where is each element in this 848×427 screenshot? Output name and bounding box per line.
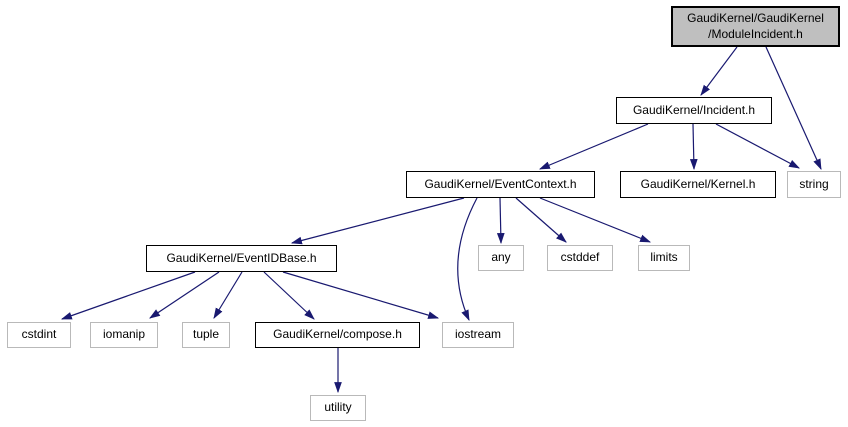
graph-node-cstdint: cstdint — [7, 322, 71, 348]
graph-node-module-incident: GaudiKernel/GaudiKernel /ModuleIncident.… — [671, 6, 840, 47]
graph-node-event-context[interactable]: GaudiKernel/EventContext.h — [406, 171, 595, 198]
edge-event-id-base-to-tuple — [213, 271, 243, 319]
graph-node-string: string — [787, 171, 841, 198]
graph-node-any: any — [478, 245, 524, 271]
graph-node-tuple: tuple — [182, 322, 230, 348]
graph-node-incident[interactable]: GaudiKernel/Incident.h — [616, 97, 772, 124]
graph-node-kernel[interactable]: GaudiKernel/Kernel.h — [620, 171, 776, 198]
graph-node-cstddef: cstddef — [547, 245, 613, 271]
edge-event-id-base-to-iomanip — [149, 271, 220, 319]
edge-event-context-to-iostream — [457, 197, 478, 322]
edge-event-context-to-limits — [539, 197, 652, 243]
edge-event-context-to-any — [496, 197, 505, 245]
graph-node-compose[interactable]: GaudiKernel/compose.h — [255, 322, 420, 348]
edge-event-context-to-event-id-base — [290, 197, 465, 245]
edge-event-id-base-to-compose — [263, 271, 315, 320]
graph-node-iomanip: iomanip — [90, 322, 158, 348]
graph-node-iostream: iostream — [442, 322, 514, 348]
graph-node-utility: utility — [310, 395, 366, 421]
edge-incident-to-string — [715, 123, 800, 169]
edge-module-incident-to-string — [765, 46, 822, 171]
edge-event-context-to-cstddef — [515, 197, 567, 243]
edge-incident-to-kernel — [689, 123, 698, 171]
edge-module-incident-to-incident — [700, 46, 738, 96]
graph-node-limits: limits — [638, 245, 690, 271]
edge-incident-to-event-context — [538, 123, 649, 170]
edge-event-id-base-to-iostream — [282, 271, 440, 319]
edge-event-id-base-to-cstdint — [60, 271, 196, 320]
graph-node-event-id-base[interactable]: GaudiKernel/EventIDBase.h — [146, 245, 337, 272]
